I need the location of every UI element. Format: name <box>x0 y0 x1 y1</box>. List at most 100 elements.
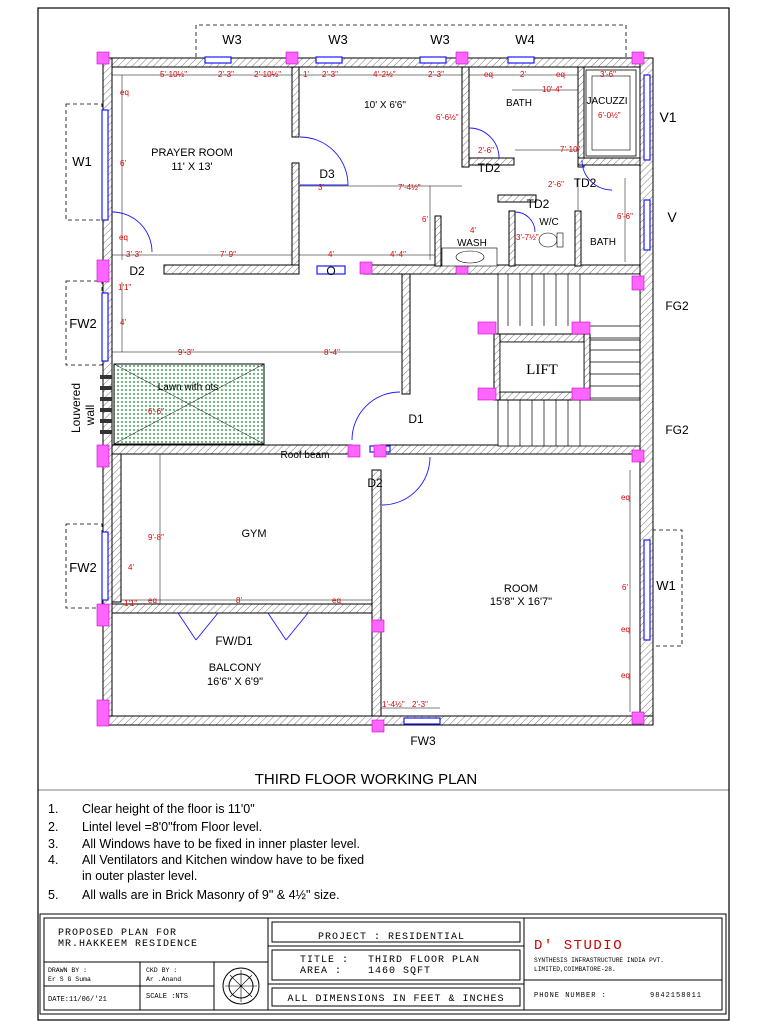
fw2-top-label: FW2 <box>69 316 96 331</box>
dim-label: eq <box>621 493 630 502</box>
dimension-lines <box>112 74 631 712</box>
dim-label: 6' <box>120 159 126 168</box>
dim-label: 6' <box>622 583 628 592</box>
dim-label: 3'-6" <box>600 70 616 79</box>
prayer-room-size: 11' X 13' <box>171 161 212 173</box>
dim-label: 1'1" <box>124 599 137 608</box>
v1-label: V1 <box>659 109 676 125</box>
dim-label: 2'-3" <box>412 700 428 709</box>
td2-label-1: TD2 <box>478 161 501 175</box>
dim-label: eq <box>120 88 129 97</box>
note-number: 4. <box>48 853 58 867</box>
dim-label: 1' <box>303 70 309 79</box>
bath-label-1: BATH <box>506 98 532 109</box>
proposed-plan-line2: MR.HAKKEEM RESIDENCE <box>58 939 198 950</box>
fw2-bottom-label: FW2 <box>69 560 96 575</box>
stair-lift-core <box>493 273 641 447</box>
prayer-room-label: PRAYER ROOM <box>151 147 233 159</box>
phone-number: 9842158011 <box>650 992 702 1000</box>
dim-label: 7'-9" <box>220 250 236 259</box>
dim-label: 4' <box>128 563 134 572</box>
roof-beam-label: Roof beam <box>281 450 330 461</box>
plan-heading: THIRD FLOOR WORKING PLAN <box>255 771 478 788</box>
dim-label: eq <box>148 596 157 605</box>
lift-label: LIFT <box>526 362 558 378</box>
td2-label-2: TD2 <box>574 176 597 190</box>
ckd-by-label: CKD BY : <box>146 967 177 974</box>
dim-label: 6'-6" <box>148 407 164 416</box>
title-label: TITLE : <box>300 955 349 966</box>
d1-label: D1 <box>408 412 424 426</box>
dim-label: 8'-4" <box>324 348 340 357</box>
columns <box>96 51 645 733</box>
dim-label: 2'-6" <box>478 146 494 155</box>
w3-label-3: W3 <box>430 32 450 47</box>
drawn-by-label: DRAWN BY : <box>48 967 87 974</box>
dim-label: eq <box>332 596 341 605</box>
room-label: ROOM <box>504 583 538 595</box>
note-text: All Windows have to be fixed in inner pl… <box>82 837 360 851</box>
o-label: O <box>326 264 335 278</box>
dim-label: eq <box>556 70 565 79</box>
studio-name: D' STUDIO <box>534 938 623 954</box>
w3-label-1: W3 <box>222 32 242 47</box>
dim-label: 6'-6½" <box>436 113 459 122</box>
dim-label: 6'-6" <box>617 212 633 221</box>
dim-label: 4' <box>120 318 126 327</box>
phone-label: PHONE NUMBER : <box>534 992 607 1000</box>
upper-room-size: 10' X 6'6" <box>364 100 406 111</box>
doors <box>111 127 613 641</box>
d3-label: D3 <box>319 167 335 181</box>
sheet-border <box>37 7 730 1021</box>
title-block-frame <box>39 913 727 1015</box>
dim-label: 2'-3" <box>322 70 338 79</box>
project-text: PROJECT : RESIDENTIAL <box>318 932 465 943</box>
dim-label: 6' <box>422 215 428 224</box>
w3-label-2: W3 <box>328 32 348 47</box>
dim-label: 7'-10" <box>560 145 581 154</box>
v-label: V <box>667 209 677 225</box>
w4-label: W4 <box>515 32 535 47</box>
jacuzzi-label: JACUZZI <box>586 96 627 107</box>
dim-label: 4' <box>470 226 476 235</box>
dim-label: 9'-8" <box>148 533 164 542</box>
fg2-bottom-label: FG2 <box>665 423 689 437</box>
dim-label: 3'-7½" <box>516 233 539 242</box>
dim-label: 2'-6" <box>548 180 564 189</box>
note-text: in outer plaster level. <box>82 869 197 883</box>
note-number: 2. <box>48 820 58 834</box>
wash-label: WASH <box>457 238 487 249</box>
dim-label: 4'-4" <box>390 250 406 259</box>
date-text: DATE:11/06/'21 <box>48 996 107 1004</box>
ckd-by-name: Ar .Anand <box>146 976 181 983</box>
windows <box>101 56 651 725</box>
note-number: 1. <box>48 802 58 816</box>
note-text: All Ventilators and Kitchen window have … <box>82 853 364 867</box>
dim-label: 3'-3" <box>126 250 142 259</box>
dim-label: 2'-10½" <box>254 70 281 79</box>
company-line2: LIMITED,COIMBATORE-28. <box>534 966 616 973</box>
dim-label: eq <box>621 625 630 634</box>
lawn-area <box>113 363 265 445</box>
d2-top-label: D2 <box>129 264 145 278</box>
dim-label: 2'-3" <box>218 70 234 79</box>
fwd1-label: FW/D1 <box>215 634 253 648</box>
dim-label: 4' <box>328 250 334 259</box>
note-text: Clear height of the floor is 11'0" <box>82 802 255 816</box>
dim-label: 2'-3" <box>428 70 444 79</box>
d2-mid-label: D2 <box>367 476 383 490</box>
room-size: 15'8" X 16'7" <box>490 596 552 608</box>
scale-text: SCALE :NTS <box>146 993 188 1001</box>
w1-right-label: W1 <box>656 578 676 593</box>
dim-label: 6'-0½" <box>598 111 621 120</box>
dim-label: 5'-10½" <box>160 70 187 79</box>
fg2-top-label: FG2 <box>665 299 689 313</box>
proposed-plan-line1: PROPOSED PLAN FOR <box>58 928 177 939</box>
dim-label: 4'-2½" <box>373 70 396 79</box>
lawn-label: Lawn with ots <box>158 382 219 393</box>
dim-label: 8' <box>236 596 242 605</box>
dim-label: 9'-3" <box>178 348 194 357</box>
dim-label: 3' <box>318 183 324 192</box>
bath-label-2: BATH <box>590 237 616 248</box>
